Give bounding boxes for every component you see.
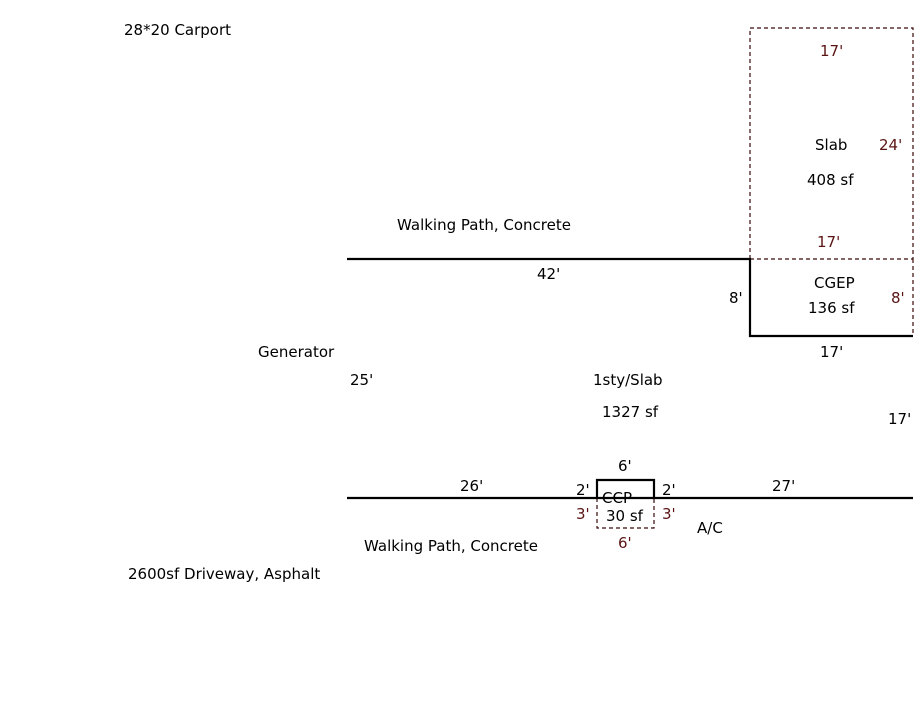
cgep-area: 136 sf [808, 299, 855, 317]
ccp-area: 30 sf [606, 507, 644, 525]
ccp-right-dimension: 3' [662, 505, 676, 523]
cgep-right-dimension: 8' [891, 289, 905, 307]
bump-left-dimension: 2' [576, 481, 590, 499]
cgep-label: CGEP [814, 274, 855, 292]
house-area: 1327 sf [602, 403, 659, 421]
slab-outline [749, 27, 914, 259]
ccp-label: CCP [602, 489, 632, 507]
ccp-outline [596, 498, 655, 529]
slab-right-dimension: 24' [879, 136, 902, 154]
carport-note: 28*20 Carport [124, 21, 231, 39]
house-top-dimension: 42' [537, 265, 560, 283]
slab-label: Slab [815, 136, 847, 154]
driveway-note: 2600sf Driveway, Asphalt [128, 565, 320, 583]
bump-right-dimension: 2' [662, 481, 676, 499]
main-house-outline [347, 257, 913, 500]
house-label: 1sty/Slab [593, 371, 663, 389]
house-right-dimension: 17' [888, 410, 911, 428]
house-notch-horizontal-dimension: 17' [820, 343, 843, 361]
bump-top-dimension: 6' [618, 457, 632, 475]
ac-note: A/C [697, 519, 723, 537]
slab-top-dimension: 17' [820, 42, 843, 60]
house-left-dimension: 25' [350, 371, 373, 389]
slab-bottom-dimension: 17' [817, 233, 840, 251]
ccp-left-dimension: 3' [576, 505, 590, 523]
walking-path-top-note: Walking Path, Concrete [397, 216, 571, 234]
ccp-bottom-dimension: 6' [618, 534, 632, 552]
generator-note: Generator [258, 343, 335, 361]
house-notch-vertical-dimension: 8' [729, 289, 743, 307]
slab-area: 408 sf [807, 171, 854, 189]
walking-path-bottom-note: Walking Path, Concrete [364, 537, 538, 555]
house-bottom-right-dimension: 27' [772, 477, 795, 495]
house-bottom-left-dimension: 26' [460, 477, 483, 495]
